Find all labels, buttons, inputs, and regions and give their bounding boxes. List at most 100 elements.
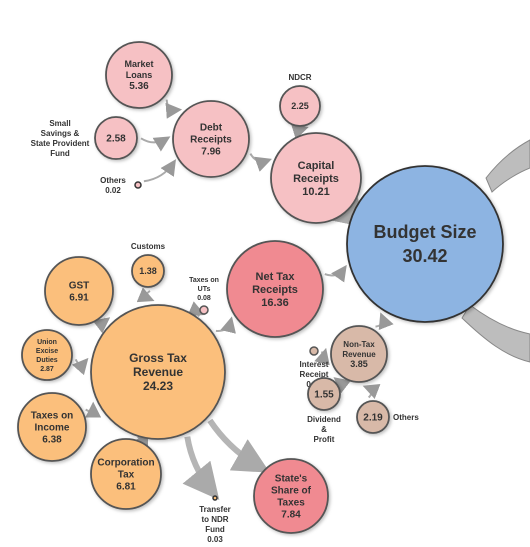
- node-value: 7.96: [201, 147, 221, 158]
- edge-gross_tax_revenue-to-transfer_ndr: [182, 436, 220, 500]
- node-net-tax-receipts-circle: [226, 240, 324, 338]
- node-label-line: State Provident: [31, 139, 90, 148]
- node-value: 0.08: [197, 295, 211, 302]
- node-label-line: Duties: [36, 357, 58, 364]
- node-label-line: Revenue: [133, 365, 183, 379]
- node-label-line: Market: [124, 59, 153, 69]
- edge-interest_receipt-to-non_tax_revenue: [314, 347, 330, 366]
- node-taxes-on-uts-circle: [199, 305, 209, 315]
- node-debt-receipts-circle: [172, 100, 250, 178]
- node-ndcr: 2.25 NDCR: [279, 73, 321, 127]
- node-value: 0.03: [207, 535, 223, 544]
- node-taxes-on-income-circle: [17, 392, 87, 462]
- edge-others_nontax-to-non_tax_revenue: [362, 384, 381, 399]
- edge-net_tax_receipts-to-budget_size: [324, 264, 347, 283]
- node-label-line: UTs: [198, 286, 211, 293]
- node-label-line: Share of: [271, 486, 312, 497]
- outflow-arc-bottom-icon: [461, 304, 530, 363]
- edge-ndcr-to-capital_receipts: [291, 124, 309, 140]
- node-label-line: Profit: [314, 435, 335, 444]
- node-label-line: Receipts: [252, 284, 298, 296]
- node-label-line: Savings &: [41, 129, 80, 138]
- node-label-line: to NDR: [201, 515, 228, 524]
- node-label-line: Customs: [131, 242, 166, 251]
- node-transfer-ndr-circle: [212, 495, 218, 501]
- node-label-line: Dividend: [307, 415, 341, 424]
- node-label-line: Receipt: [300, 370, 329, 379]
- node-label-line: Union: [37, 339, 57, 346]
- node-value: 2.58: [106, 134, 126, 145]
- edge-non_tax_revenue-to-budget_size: [375, 312, 394, 331]
- node-label-line: Receipts: [190, 135, 232, 146]
- node-label-line: Fund: [205, 525, 225, 534]
- node-capital-receipts-circle: [270, 132, 362, 224]
- node-budget-size-circle: [346, 165, 504, 323]
- node-label-line: Others: [393, 413, 419, 422]
- node-label-line: State's: [275, 474, 308, 485]
- node-corporation-tax-circle: [90, 438, 162, 510]
- node-value: 2.25: [291, 101, 309, 111]
- edge-gross_tax_revenue-to-states_share: [207, 418, 270, 473]
- edge-market_loans-to-debt_receipts: [165, 99, 183, 119]
- node-label-line: Fund: [50, 149, 70, 158]
- node-label-line: Revenue: [342, 350, 376, 359]
- outflow-arc-top-icon: [485, 139, 530, 193]
- node-label-line: Small: [49, 119, 70, 128]
- node-others-nontax-circle: [356, 400, 390, 434]
- node-value: 1.38: [139, 266, 157, 276]
- node-label-line: Debt: [200, 123, 223, 134]
- budget-size-value: 30.42: [402, 246, 447, 266]
- node-label-line: Income: [34, 423, 69, 434]
- node-gross-tax-revenue-circle: [90, 304, 226, 440]
- node-non-tax-revenue-circle: [330, 325, 388, 383]
- edge-taxes_on_income-to-gross_tax_revenue: [85, 401, 102, 418]
- node-value: 7.84: [281, 510, 301, 521]
- node-ndcr-circle: [279, 85, 321, 127]
- node-value: 2.87: [40, 366, 54, 373]
- node-customs: 1.38 Customs: [131, 242, 166, 288]
- node-value: 10.21: [302, 186, 330, 198]
- edge-others_debt-to-debt_receipts: [143, 159, 177, 183]
- node-label-line: Interest: [300, 360, 329, 369]
- node-label-line: NDCR: [288, 73, 311, 82]
- node-label-line: Capital: [298, 160, 335, 172]
- node-union-excise-circle: [21, 329, 73, 381]
- edge-small_savings-to-debt_receipts: [140, 136, 171, 152]
- node-label-line: Transfer: [199, 505, 231, 514]
- node-dividend-profit-circle: [307, 377, 341, 411]
- node-value: 6.91: [69, 293, 89, 304]
- node-others-debt-circle: [134, 181, 142, 189]
- node-label-line: Taxes: [277, 498, 305, 509]
- edge-gst-to-gross_tax_revenue: [92, 317, 111, 334]
- edge-union_excise-to-gross_tax_revenue: [71, 357, 89, 376]
- node-label-line: Others: [100, 176, 126, 185]
- node-label-line: Receipts: [293, 173, 339, 185]
- edge-debt_receipts-to-capital_receipts: [249, 153, 272, 172]
- node-label-line: Non-Tax: [343, 340, 375, 349]
- node-value: 3.85: [350, 359, 368, 369]
- node-label-line: Tax: [118, 470, 135, 481]
- node-value: 24.23: [143, 379, 173, 393]
- node-label-line: Excise: [36, 348, 58, 355]
- node-value: 5.36: [129, 81, 149, 92]
- node-gst-circle: [44, 256, 114, 326]
- edge-dividend_profit-to-non_tax_revenue: [333, 377, 351, 394]
- edge-customs-to-gross_tax_revenue: [136, 287, 155, 303]
